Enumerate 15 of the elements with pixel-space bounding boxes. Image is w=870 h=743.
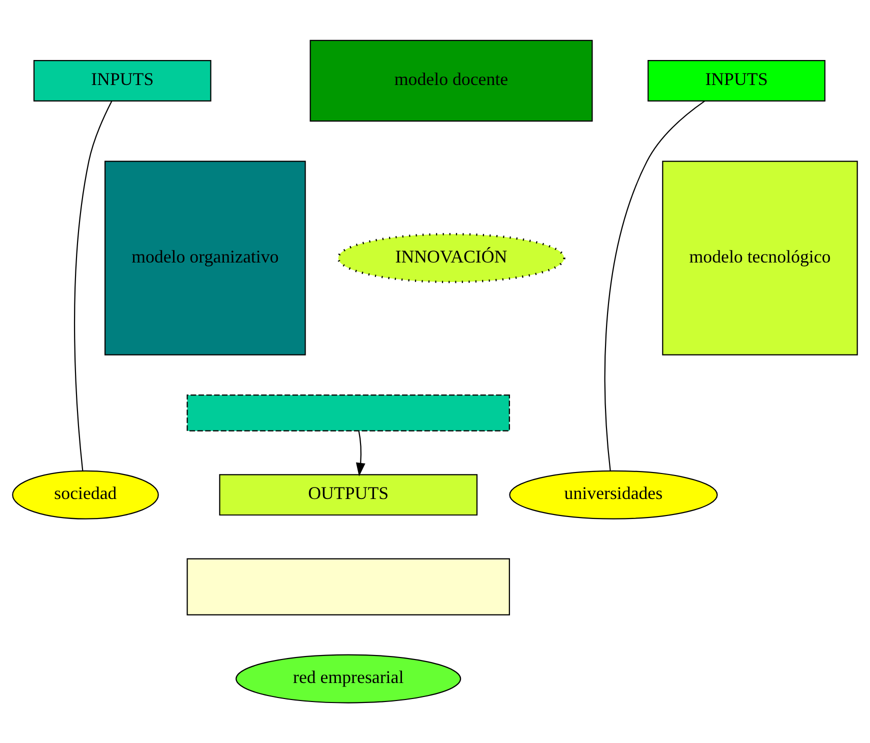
- node-box: INPUTS: [33, 60, 212, 102]
- node-box: [186, 558, 510, 616]
- node-box: modelo organizativo: [104, 160, 306, 356]
- arrow: [356, 430, 366, 476]
- node-box: modelo tecnológico: [662, 160, 858, 356]
- node-box: modelo docente: [310, 40, 593, 122]
- node-bar: [186, 394, 510, 432]
- node-box: OUTPUTS: [219, 474, 478, 516]
- node-ellipse: INNOVACIÓN: [337, 232, 566, 284]
- node-ellipse: sociedad: [12, 470, 159, 520]
- connector: [604, 100, 706, 471]
- node-box: INPUTS: [648, 60, 826, 102]
- node-ellipse: red empresarial: [236, 654, 462, 704]
- node-ellipse: universidades: [509, 470, 718, 520]
- connector: [74, 100, 112, 471]
